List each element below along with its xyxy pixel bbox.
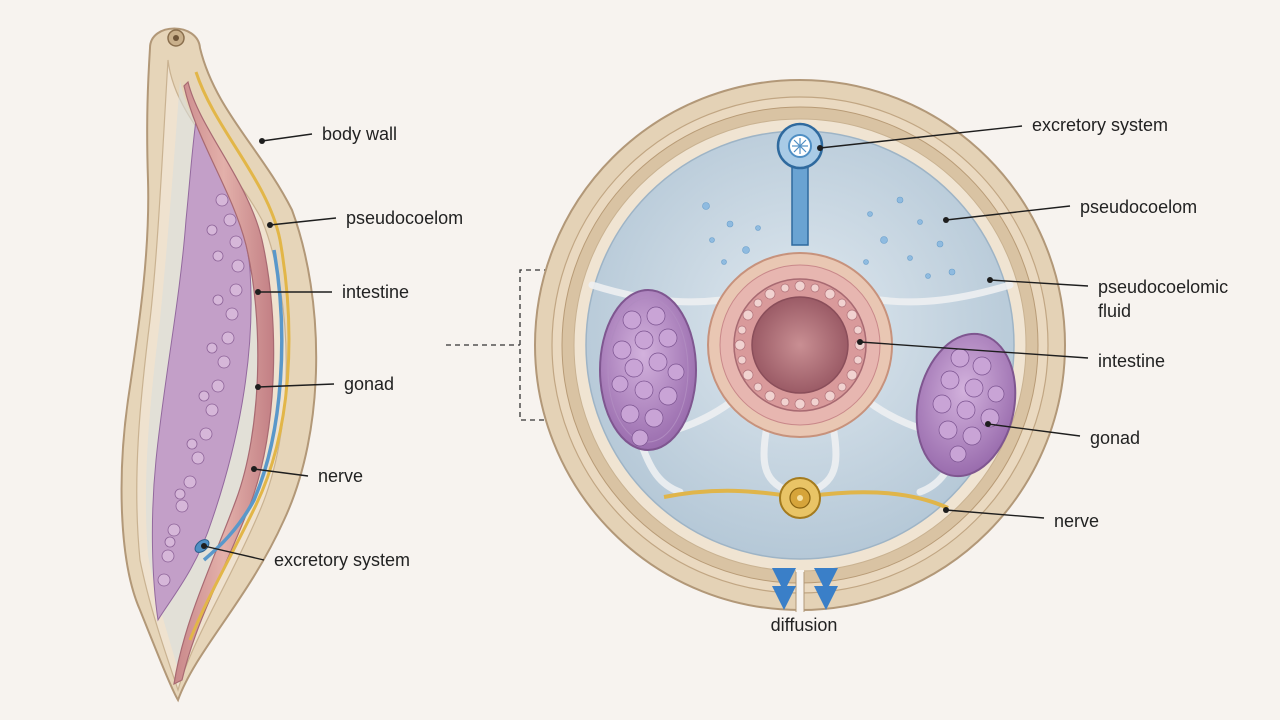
longitudinal-worm	[120, 27, 318, 703]
worm-excretory-canal	[202, 249, 284, 562]
cross-gonad-right	[915, 332, 1017, 478]
label-cross-intestine: intestine	[1098, 351, 1165, 371]
cross-nerve-cord	[663, 477, 949, 519]
worm-nerve	[188, 71, 291, 641]
label-diffusion: diffusion	[771, 615, 838, 635]
longitudinal-labels: body wall pseudocoelom intestine gonad n…	[201, 124, 463, 570]
diffusion-arrows	[772, 568, 838, 610]
label-gonad: gonad	[344, 374, 394, 394]
label-cross-excretory-system: excretory system	[1032, 115, 1168, 135]
cross-excretory-duct	[791, 159, 809, 246]
label-pseudocoelom: pseudocoelom	[346, 208, 463, 228]
label-body-wall: body wall	[322, 124, 397, 144]
worm-gonad-cells	[157, 193, 245, 587]
cross-fluid-particles	[702, 196, 956, 279]
label-cross-pseudocoelom: pseudocoelom	[1080, 197, 1197, 217]
label-cross-gonad: gonad	[1090, 428, 1140, 448]
cross-gonad-left	[599, 289, 697, 451]
cross-section	[534, 79, 1066, 614]
worm-intestine	[173, 80, 275, 686]
label-cross-pseudocoelomic-fluid-1: pseudocoelomic	[1098, 277, 1228, 297]
label-cross-nerve: nerve	[1054, 511, 1099, 531]
cross-section-labels: excretory system pseudocoelom pseudocoel…	[771, 115, 1228, 635]
cross-intestine	[707, 252, 893, 438]
label-intestine: intestine	[342, 282, 409, 302]
label-nerve: nerve	[318, 466, 363, 486]
label-excretory-system: excretory system	[274, 550, 410, 570]
label-cross-pseudocoelomic-fluid-2: fluid	[1098, 301, 1131, 321]
